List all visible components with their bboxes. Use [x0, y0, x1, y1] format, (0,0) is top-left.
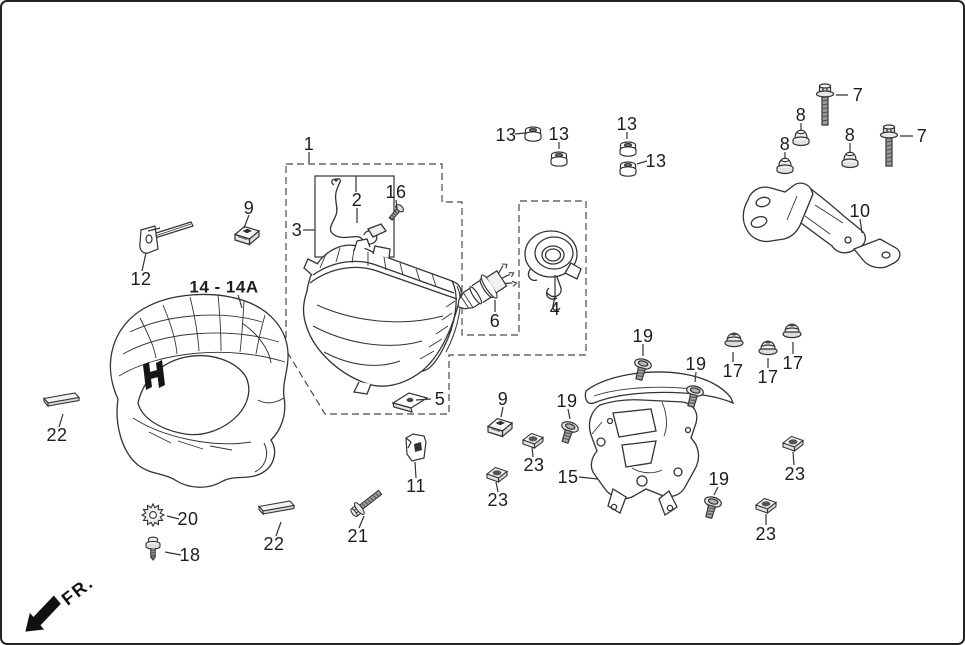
callout-12: 12: [130, 269, 152, 289]
nut-8-b-drawing: [776, 157, 794, 175]
callout-1: 1: [303, 134, 315, 154]
nut-8-a-drawing: [792, 129, 810, 147]
fr-arrow-icon: [25, 595, 61, 632]
front-cowl-drawing: [109, 293, 289, 488]
callout-3: 3: [291, 220, 303, 240]
clip-plate-11-drawing: [405, 433, 427, 462]
clip-23-d-drawing: [755, 497, 777, 514]
callout-13-d: 13: [645, 151, 667, 171]
callout-23-c: 23: [784, 464, 806, 484]
callout-15: 15: [557, 467, 579, 487]
callout-19-a: 19: [632, 326, 654, 346]
callout-17-b: 17: [757, 367, 779, 387]
callout-8-b: 8: [779, 134, 791, 154]
clipnut-9-b-drawing: [487, 417, 513, 438]
grommet-13-c-drawing: [619, 141, 637, 157]
leader-lines: [58, 94, 913, 556]
callout-9-b: 9: [497, 389, 509, 409]
stay-rod-drawing: [139, 221, 194, 254]
callout-22-a: 22: [46, 425, 68, 445]
callout-7-a: 7: [852, 85, 864, 105]
callout-21: 21: [347, 526, 369, 546]
clip-23-b-drawing: [486, 466, 508, 483]
callout-23-a: 23: [523, 455, 545, 475]
clip-23-c-drawing: [782, 435, 804, 452]
callout-17-c: 17: [782, 353, 804, 373]
headlight-stay-drawing: [584, 371, 735, 516]
headlight-unit-drawing: [302, 238, 462, 395]
bolt-7-b-drawing: [879, 124, 899, 167]
bolt-18-drawing: [145, 536, 161, 561]
callout-23-b: 23: [487, 490, 509, 510]
callout-13-c: 13: [616, 114, 638, 134]
callout-10: 10: [849, 201, 871, 221]
screw-16-drawing: [388, 204, 405, 221]
callout-11: 11: [406, 476, 426, 496]
callout-18: 18: [179, 545, 201, 565]
flange-bolt-21-drawing: [347, 486, 386, 520]
callout-20: 20: [177, 509, 199, 529]
callout-9-a: 9: [243, 198, 255, 218]
callout-23-d: 23: [755, 524, 777, 544]
callout-16: 16: [385, 182, 407, 202]
callout-4: 4: [549, 299, 561, 319]
star-washer-drawing: [140, 502, 166, 528]
cap-17-c-drawing: [782, 322, 802, 339]
callout-2: 2: [351, 190, 363, 210]
screw-19-c-drawing: [556, 419, 581, 446]
callout-8-c: 8: [844, 125, 856, 145]
callout-8-a: 8: [795, 105, 807, 125]
callout-22-b: 22: [263, 534, 285, 554]
bolt-7-a-drawing: [815, 83, 835, 126]
callout-7-b: 7: [916, 126, 928, 146]
brand-logo-icon: [143, 360, 165, 390]
clip-23-a-drawing: [522, 432, 544, 449]
bulb-drawing: [457, 263, 518, 310]
callout-5: 5: [434, 389, 446, 409]
callout-6: 6: [489, 311, 501, 331]
upper-bracket-drawing: [742, 182, 901, 269]
callout-19-b: 19: [685, 354, 707, 374]
grommet-13-a-drawing: [524, 126, 542, 142]
wire-harness-drawing: [329, 178, 387, 245]
callout-19-c: 19: [556, 391, 578, 411]
strip-22-left-drawing: [43, 392, 80, 407]
strip-22-mid-drawing: [258, 500, 295, 515]
grommet-13-b-drawing: [550, 151, 568, 167]
callout-13-b: 13: [548, 124, 570, 144]
grommet-13-d-drawing: [619, 161, 637, 177]
clip-plate-5-drawing: [391, 392, 429, 413]
callout-14-14a: 14 - 14A: [189, 277, 259, 297]
cap-17-b-drawing: [758, 339, 778, 356]
callout-13-a: 13: [495, 125, 517, 145]
callout-19-d: 19: [708, 469, 730, 489]
dashed-group-outline: [285, 163, 587, 415]
clipnut-9-a-drawing: [234, 225, 260, 246]
screw-19-d-drawing: [700, 494, 724, 521]
cap-17-a-drawing: [724, 331, 744, 348]
callout-17-a: 17: [722, 361, 744, 381]
nut-8-c-drawing: [841, 151, 859, 169]
